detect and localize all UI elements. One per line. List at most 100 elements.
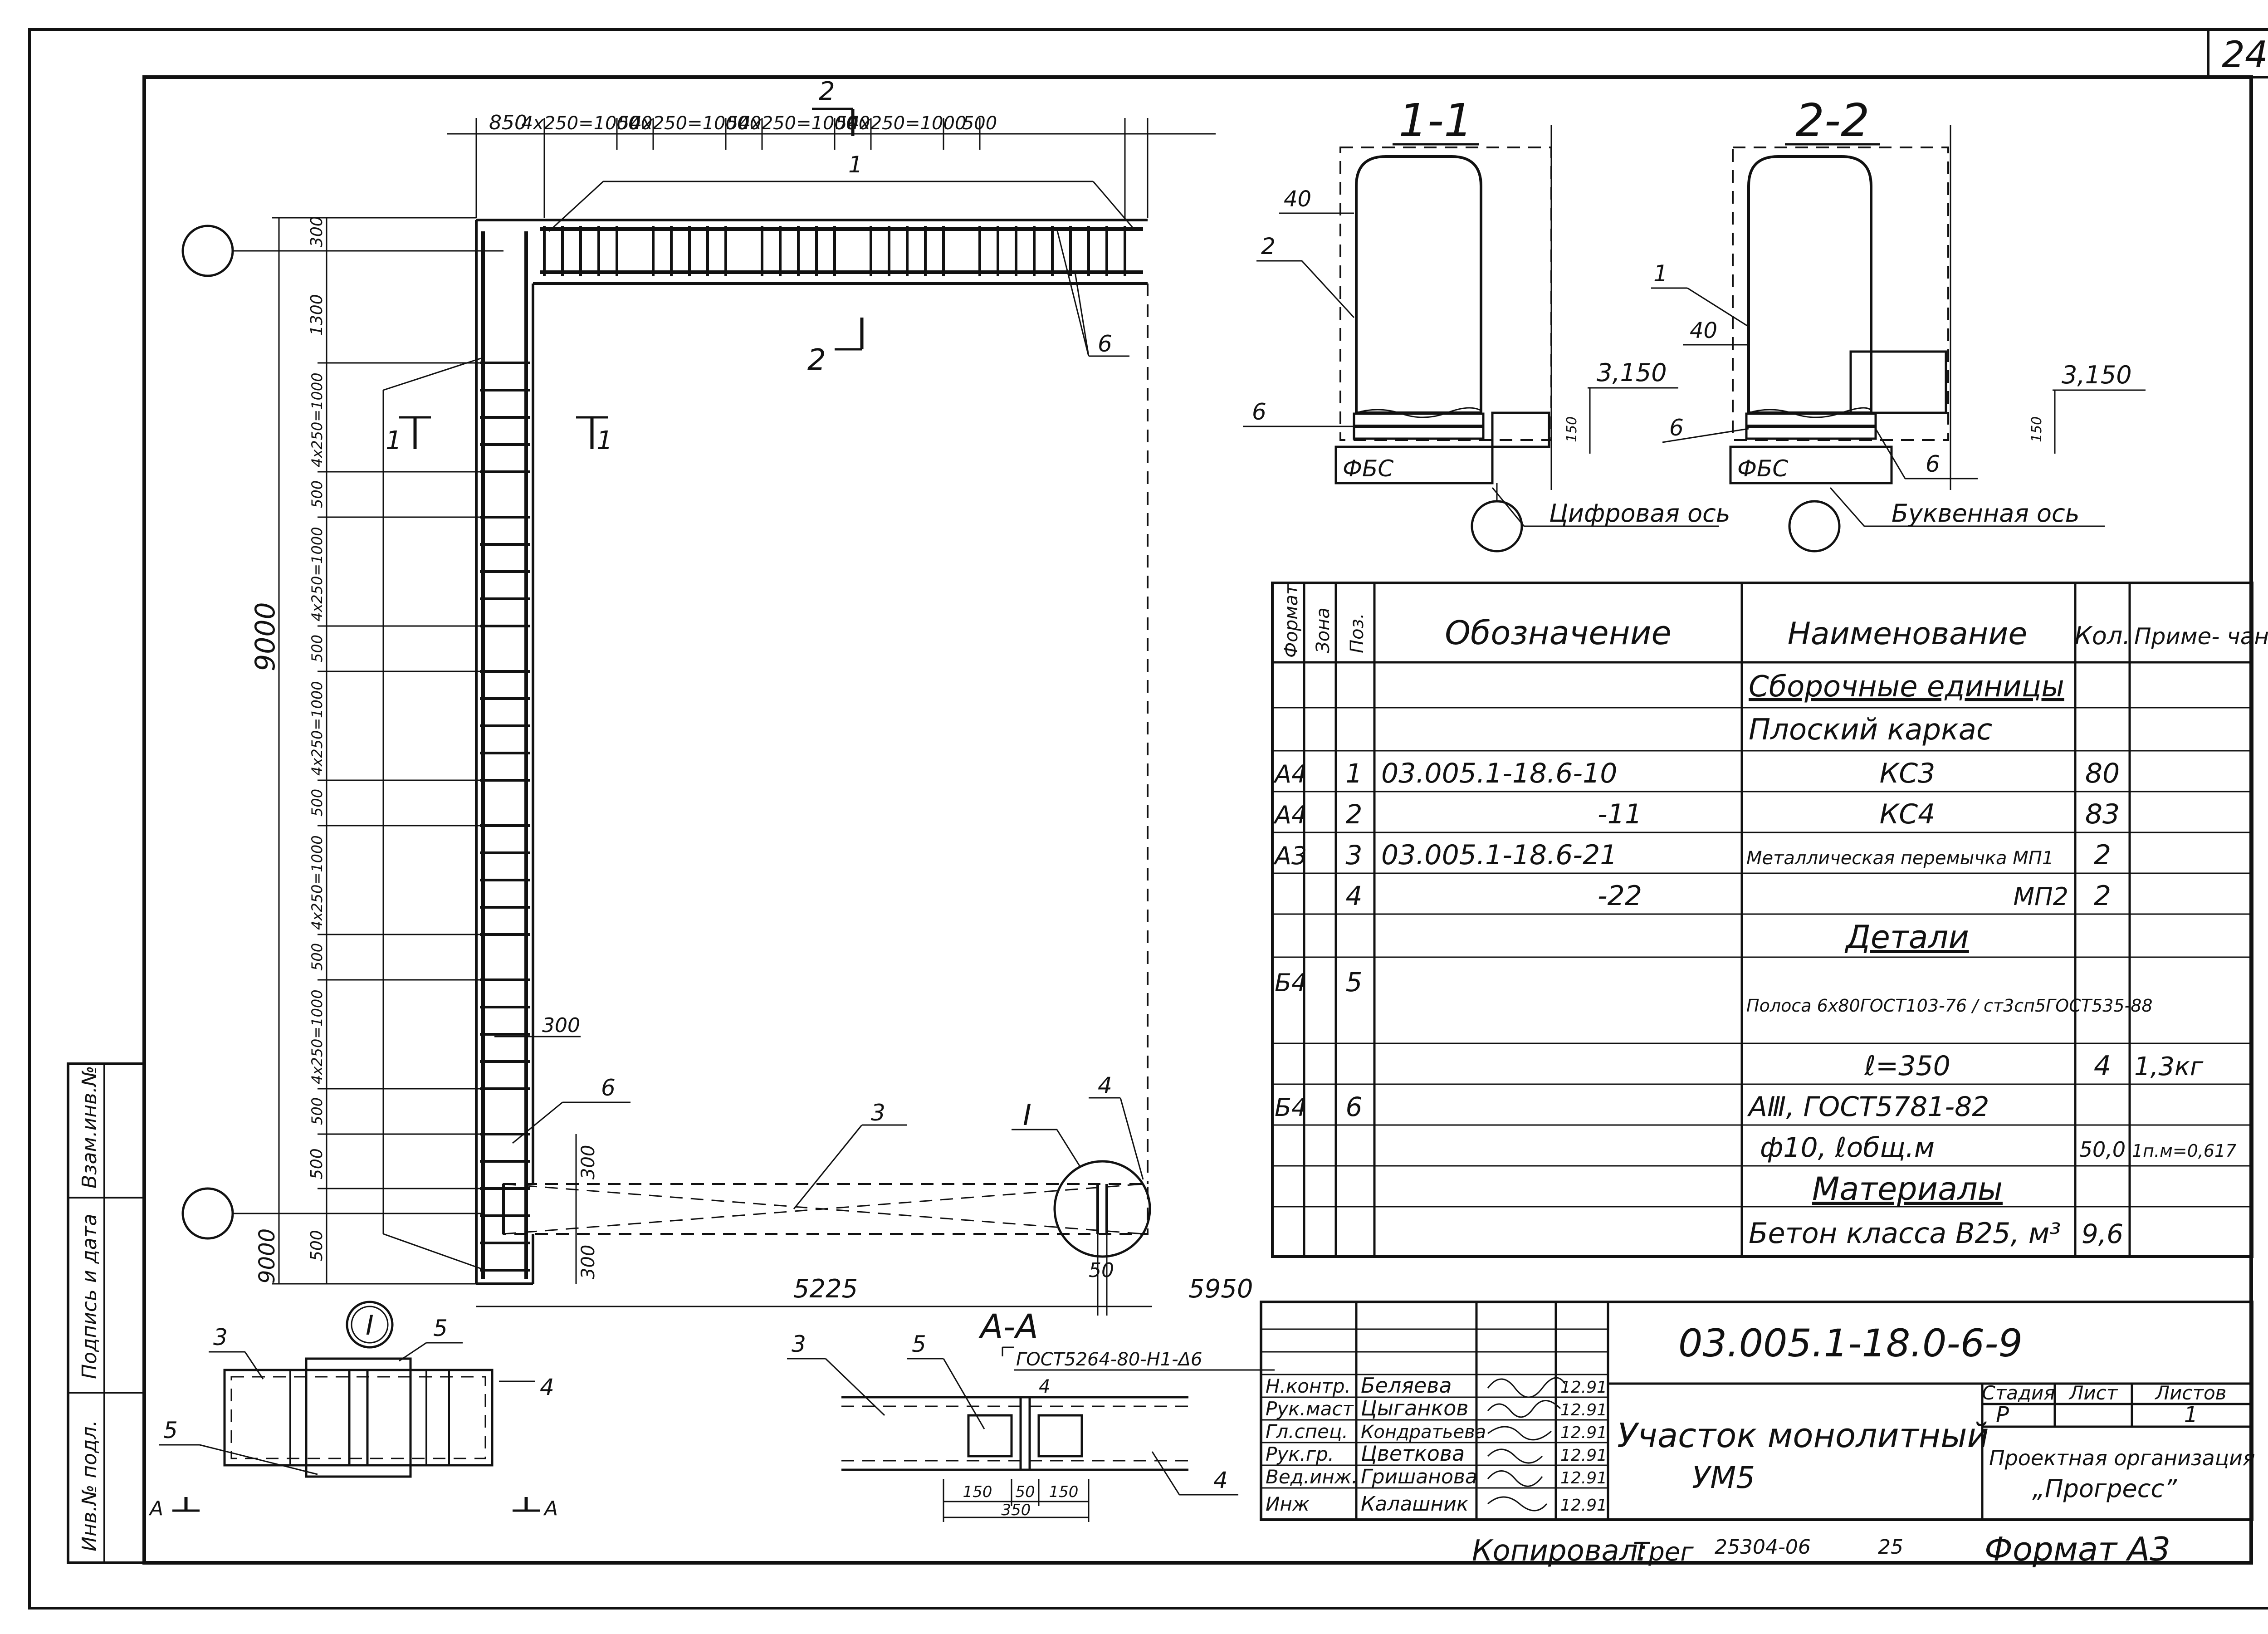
dim-left-1: 1300 [308,294,326,336]
spec-table: Формат Зона Поз. Обозначение Наименовани… [1271,582,2268,1258]
spec-row-12-name: Бетон класса В25, м³ [1749,1217,2061,1250]
section-1-1-fbs: ФБС [1343,455,1393,482]
spec-row-7-name: Полоса 6х80ГОСТ103-76 / ст3сп5ГОСТ535-88 [1746,996,2153,1016]
spec-row-7-pos: 5 [1346,967,1363,998]
header-pos: Поз. [1347,613,1368,653]
section-2-2-pos-6-right: 6 [1926,451,1940,477]
spec-row-8-qty: 4 [2094,1050,2111,1082]
section-1-1-pos-2: 2 [1261,233,1276,259]
spec-row-2-designation: 03.005.1-18.6-10 [1381,758,1617,789]
spec-row-0-name: Сборочные единицы [1749,670,2064,704]
dim-top-7: 4x250=1000 [848,113,967,134]
footer-format: Формат А3 [1984,1530,2170,1568]
role-3: Рук.гр. [1266,1443,1334,1465]
stage-header: Стадия [1982,1382,2055,1404]
date-3: 12.91 [1560,1446,1607,1465]
node-cut-left: A [148,1497,163,1520]
sheet-number-box [2207,28,2268,78]
role-1: Рук.маст [1266,1398,1354,1420]
dim-left-0: 300 [308,216,326,247]
header-name: Наименование [1788,616,2027,652]
total-vertical-dim: 9000 [249,602,281,671]
dim-top-4: 500 [727,113,761,134]
dim-top-0: 850 [489,111,527,134]
left-cage-stirrups [480,362,530,1272]
name-5: Калашник [1361,1492,1469,1516]
spec-row-2-name: КС3 [1880,758,1936,789]
dim-left-4: 4x250=1000 [308,527,326,621]
section-1-1-dim-150: 150 [1564,416,1580,442]
section-2-2-title: 2-2 [1795,94,1869,147]
dim-left-13: 500 [308,1230,326,1261]
node-I-circle [1053,1160,1151,1258]
section-1-1-title: 1-1 [1398,94,1472,147]
section-AA-pos-4-bottom: 4 [1213,1467,1228,1493]
spec-row-9-name: АⅢ, ГОСТ5781-82 [1747,1091,1989,1123]
section-AA-title: A-A [978,1307,1038,1346]
dim-top-3: 4x250=1000 [631,113,749,134]
section-2-2-axis-circle [1788,500,1841,553]
dim-left-7: 500 [308,789,326,817]
node-pos-3: 3 [213,1324,228,1350]
name-3: Цветкова [1361,1441,1465,1466]
dim-left-10: 4x250=1000 [308,989,326,1084]
header-designation: Обозначение [1445,614,1672,652]
spec-row-1-name: Плоский каркас [1749,713,1992,747]
section-AA-pos-4-top: 4 [1039,1376,1050,1397]
pos-4-label: 4 [1098,1072,1112,1099]
date-5: 12.91 [1560,1496,1607,1515]
section-AA-dim-50: 50 [1015,1483,1035,1501]
metal-lintel [502,1160,1151,1258]
dim-left-5: 500 [308,635,326,662]
spec-row-10-note: 1п.м=0,617 [2132,1141,2236,1161]
header-qty: Кол. [2074,621,2130,650]
node-pos-5-top: 5 [433,1315,448,1341]
spec-row-4-pos: 3 [1346,840,1363,871]
section-2-2-pos-6-left: 6 [1669,415,1684,441]
node-I-title: I [366,1310,374,1341]
plan-view: 850 4x250=1000 500 4x250=1000 500 4x250=… [181,77,1253,1316]
axis-elev-mark: 9000 [254,1228,280,1284]
section-AA-pos-5: 5 [912,1331,926,1357]
section-1-1-dim-40: 40 [1284,186,1311,212]
section-AA-weld: ГОСТ5264-80-Н1-Δ6 [1016,1349,1202,1370]
spec-row-3-format: А4 [1273,801,1307,829]
dim-left-9: 500 [308,943,326,971]
drawing-code: 03.005.1-18.0-6-9 [1678,1321,2023,1365]
section-1-mark-left: 1 [386,426,402,455]
role-0: Н.контр. [1266,1375,1351,1397]
section-AA-dim-150-left: 150 [963,1483,992,1501]
org-line2: „Прогресс” [2032,1474,2177,1503]
section-AA-pos-3: 3 [792,1331,806,1357]
spec-row-11-name: Материалы [1812,1170,2003,1208]
footer-signature: Трег [1633,1537,1694,1567]
date-1: 12.91 [1560,1401,1607,1419]
dim-top-2: 500 [618,113,652,134]
footer: Копировал: Трег 25304-06 25 Формат А3 [1472,1530,2170,1568]
date-4: 12.91 [1560,1469,1607,1487]
role-4: Вед.инж. [1266,1466,1358,1488]
axis-circle-top [181,225,234,277]
dim-300-middle: 300 [578,1145,599,1179]
pos-1-label: 1 [848,152,863,178]
section-2-2-fbs: ФБС [1737,455,1788,482]
node-cut-right: A [543,1497,558,1520]
node-I: I 3 5 4 5 A A [148,1301,558,1520]
node-pos-5-bottom: 5 [163,1417,178,1443]
spec-row-4-designation: 03.005.1-18.6-21 [1381,839,1617,871]
dim-50: 50 [1089,1259,1114,1282]
section-2-mark-bottom: 2 [807,343,826,377]
name-4: Гришанова [1361,1465,1477,1488]
drawing-title-line1: Участок монолитный [1617,1416,1989,1455]
dim-left-11: 500 [308,1097,326,1125]
spec-row-2-format: А4 [1273,760,1307,788]
dim-300-lower: 300 [578,1245,599,1279]
dim-top-8: 500 [963,113,997,134]
stamp-signature-date: Подпись и дата [78,1214,101,1379]
dim-top-1: 4x250=1000 [522,113,640,134]
spec-row-12-qty: 9,6 [2082,1218,2123,1249]
dim-top-5: 4x250=1000 [739,113,858,134]
spec-row-4-format: А3 [1273,841,1307,870]
role-5: Инж [1266,1493,1310,1515]
